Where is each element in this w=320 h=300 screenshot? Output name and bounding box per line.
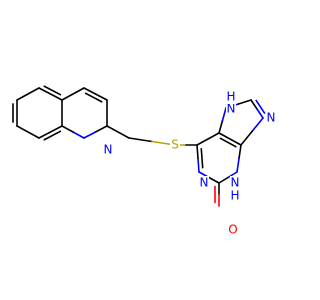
purine-bond-c8-n9-b (256, 108, 264, 119)
label-background (170, 138, 180, 152)
atom-label-layer: S N N N H O N H N (103, 90, 276, 237)
pyridine-bond-5-a (72, 131, 85, 139)
purine-bond-c6-c5 (196, 132, 220, 146)
label-background (230, 189, 240, 203)
purine-bond-c5-n7-b (221, 107, 227, 122)
label-background (226, 102, 236, 116)
purine-bond-c8-n9-double (255, 99, 266, 114)
purine-n7-label: N (227, 102, 236, 116)
purine-bond-n1-c6-double (200, 147, 204, 169)
purine-bond-n3-c2-a (227, 171, 238, 179)
purine-bond-c5-c4 (218, 132, 242, 146)
benzene-bond-2 (16, 87, 40, 101)
purine-n3-label: N (231, 176, 240, 190)
quinoline-nitrogen-label: N (104, 143, 113, 157)
label-background (266, 111, 276, 125)
benzene-bond-3 (38, 87, 63, 101)
purine-bond-c4-n3-b (236, 157, 240, 173)
bond-layer (12, 85, 266, 207)
purine-bond-n3-c2-b (218, 176, 229, 184)
molecule-diagram: S N N N H O N H N (12, 85, 276, 237)
thioether-bond-1-a (128, 137, 153, 143)
purine-n7-hydrogen-label: H (226, 90, 235, 104)
purine-bond-n9-c4-a (251, 117, 264, 133)
pyridine-bond-1 (61, 87, 85, 101)
benzene-bond-5-double (43, 130, 62, 141)
pyridine-bond-2-double (84, 92, 103, 103)
pyridine-bond-4-b (83, 131, 97, 139)
purine-bond-n1-c6-a (197, 157, 200, 173)
label-background (230, 176, 240, 190)
purine-bond-c4-n3-a (238, 144, 242, 160)
label-background (199, 176, 209, 190)
benzene-bond-3-double (43, 85, 62, 96)
benzene-bond-6 (16, 125, 40, 139)
purine-bond-n9-c4-b (240, 130, 253, 146)
methylene-bond (106, 125, 130, 139)
purine-bond-c2-n1-a (208, 176, 220, 184)
purine-bond-n1-c6-b (196, 144, 199, 160)
pyridine-bond-5-b (61, 125, 74, 133)
label-background (226, 90, 236, 104)
label-background (228, 223, 238, 237)
benzene-bond-5 (38, 125, 63, 139)
purine-bond-c8-n9-a (250, 99, 258, 110)
pyridine-bond-4-a (94, 125, 108, 133)
purine-bond-c5-c4-double (219, 137, 237, 148)
purine-bond-c5-n7-a (218, 119, 224, 134)
purine-n3-hydrogen-label: H (230, 189, 239, 203)
label-background (103, 143, 113, 157)
pyridine-bond-2 (83, 87, 108, 101)
purine-n9-label: N (267, 111, 276, 125)
carbonyl-oxygen-label: O (228, 223, 237, 237)
sulfur-atom-label: S (171, 138, 179, 152)
purine-n1-label: N (200, 176, 209, 190)
purine-bond-n7-c8-b (237, 99, 252, 105)
